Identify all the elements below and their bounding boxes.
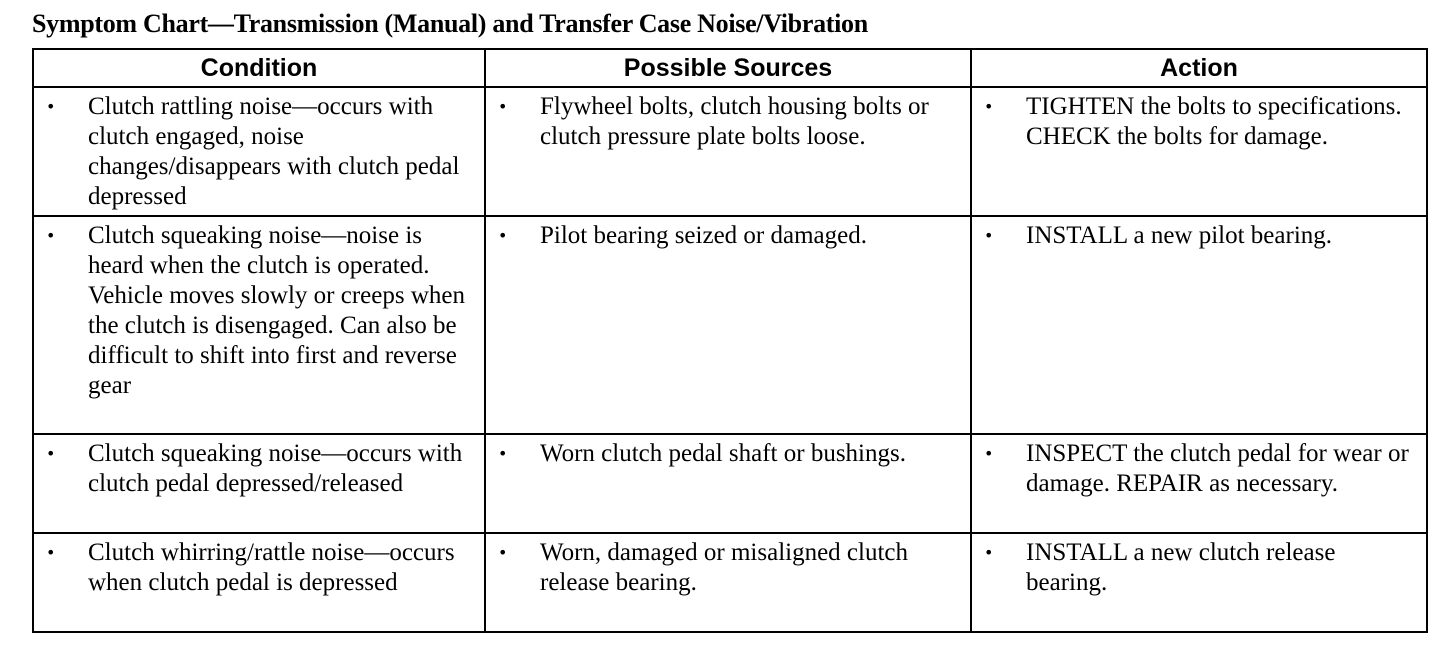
table-row: • Clutch squeaking noise—occurs with clut… [32,433,1428,534]
bullet-icon: • [46,444,56,463]
bullet-icon: • [498,543,508,562]
source-text: Pilot bearing seized or damaged. [540,222,867,249]
action-text: TIGHTEN the bolts to specifications. CHE… [1026,93,1402,150]
column-header-condition: Condition [32,48,486,88]
action-cell: • INSTALL a new pilot bearing. [970,215,1428,435]
condition-text: Clutch whirring/rattle noise—occurs when… [88,539,455,596]
source-text: Flywheel bolts, clutch housing bolts or … [540,93,929,150]
action-cell: • INSPECT the clutch pedal for wear or da… [970,433,1428,534]
condition-text: Clutch rattling noise—occurs with clutch… [88,93,460,210]
action-text: INSTALL a new pilot bearing. [1026,222,1333,249]
bullet-icon: • [498,97,508,116]
condition-text: Clutch squeaking noise—noise is heard wh… [88,222,465,399]
bullet-icon: • [498,444,508,463]
bullet-icon: • [46,226,56,245]
table-header-row: Condition Possible Sources Action [32,48,1428,88]
action-cell: • INSTALL a new clutch release bearing. [970,532,1428,633]
source-text: Worn clutch pedal shaft or bushings. [540,440,906,467]
action-cell: • TIGHTEN the bolts to specifications. CH… [970,86,1428,217]
source-text: Worn, damaged or misaligned clutch relea… [540,539,909,596]
table-row: • Clutch whirring/rattle noise—occurs whe… [32,532,1428,633]
action-text: INSTALL a new clutch release bearing. [1026,539,1336,596]
symptom-table: Condition Possible Sources Action • Clutc… [32,48,1428,633]
condition-cell: • Clutch squeaking noise—occurs with clut… [32,433,486,534]
action-text: INSPECT the clutch pedal for wear or dam… [1026,440,1409,497]
bullet-icon: • [984,543,994,562]
table-row: • Clutch rattling noise—occurs with clutc… [32,86,1428,217]
source-cell: • Worn clutch pedal shaft or bushings. [484,433,972,534]
condition-cell: • Clutch rattling noise—occurs with clutc… [32,86,486,217]
column-header-action: Action [970,48,1428,88]
table-row: • Clutch squeaking noise—noise is heard w… [32,215,1428,435]
page-title: Symptom Chart—Transmission (Manual) and … [32,9,868,38]
source-cell: • Worn, damaged or misaligned clutch rele… [484,532,972,633]
bullet-icon: • [984,226,994,245]
condition-text: Clutch squeaking noise—occurs with clutc… [88,440,463,497]
bullet-icon: • [46,97,56,116]
column-header-possible-sources: Possible Sources [484,48,972,88]
bullet-icon: • [984,97,994,116]
bullet-icon: • [984,444,994,463]
bullet-icon: • [498,226,508,245]
bullet-icon: • [46,543,56,562]
condition-cell: • Clutch squeaking noise—noise is heard w… [32,215,486,435]
source-cell: • Flywheel bolts, clutch housing bolts or… [484,86,972,217]
source-cell: • Pilot bearing seized or damaged. [484,215,972,435]
condition-cell: • Clutch whirring/rattle noise—occurs whe… [32,532,486,633]
